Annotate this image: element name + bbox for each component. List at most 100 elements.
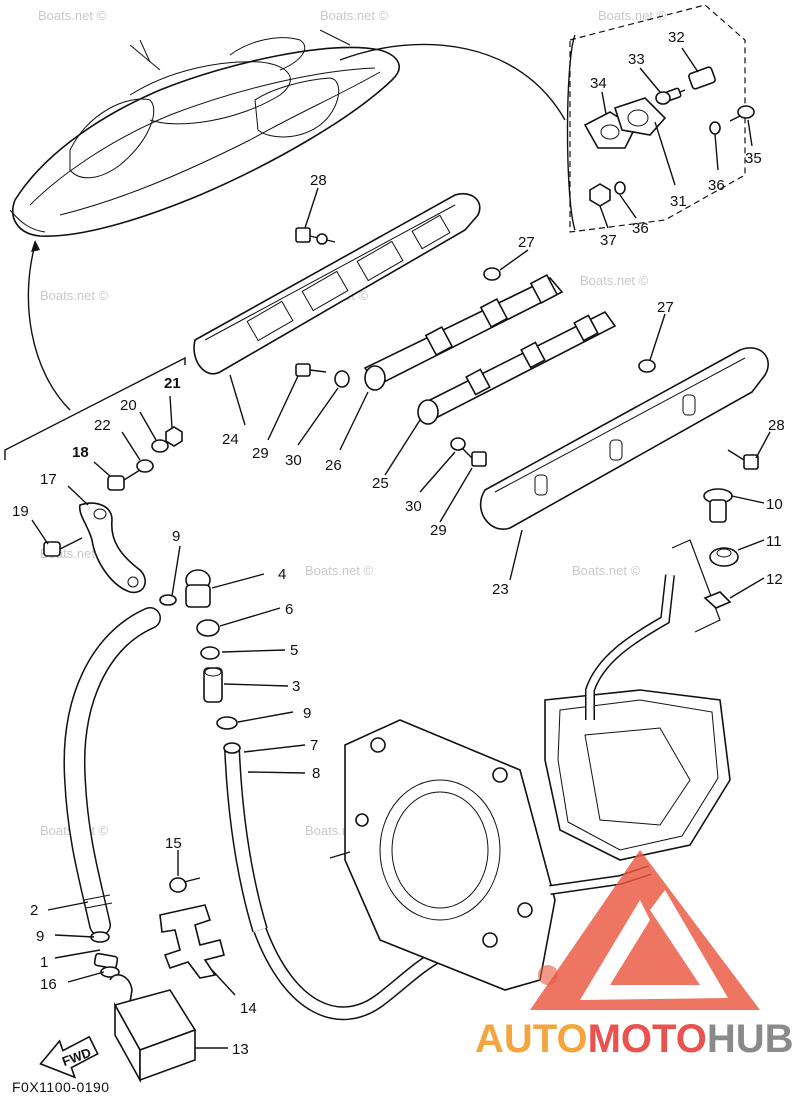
callout-17: 17 bbox=[40, 471, 57, 488]
callout-35: 35 bbox=[745, 150, 762, 167]
callout-36: 36 bbox=[708, 177, 725, 194]
group-bracket-left bbox=[4, 356, 186, 460]
manifold-leaders bbox=[229, 187, 771, 581]
watermark: Boats.net © bbox=[305, 563, 374, 578]
callout-24: 24 bbox=[222, 431, 239, 448]
callout-30: 30 bbox=[285, 452, 302, 469]
watermark: Boats.net © bbox=[598, 8, 667, 23]
nut-21 bbox=[165, 426, 183, 447]
nut-37 bbox=[589, 183, 611, 207]
leader-14 bbox=[211, 969, 236, 996]
manifold-cover-24 bbox=[193, 193, 481, 375]
grommet-6 bbox=[196, 619, 220, 637]
inset-dashed-box bbox=[569, 4, 746, 233]
callout-11: 11 bbox=[766, 533, 782, 550]
bracket-parts bbox=[43, 426, 183, 594]
callout-4: 4 bbox=[278, 566, 286, 583]
callout-9: 9 bbox=[172, 528, 180, 545]
bolt-29 bbox=[461, 447, 487, 467]
bolt-29 bbox=[295, 363, 327, 377]
grommet-27 bbox=[483, 267, 501, 281]
bracket-17 bbox=[78, 502, 146, 594]
engine-plate bbox=[329, 719, 556, 991]
screw-15 bbox=[169, 877, 201, 893]
fasteners bbox=[295, 227, 759, 470]
callout-2: 2 bbox=[30, 902, 38, 919]
o-ring-5 bbox=[200, 646, 220, 660]
inset-leaders bbox=[599, 47, 753, 229]
callout-15: 15 bbox=[165, 835, 182, 852]
logo-mark bbox=[530, 850, 760, 1010]
callout-26: 26 bbox=[325, 457, 342, 474]
hose-long bbox=[253, 927, 444, 1021]
washer-30 bbox=[450, 437, 466, 451]
logo-red: MOTO bbox=[588, 1017, 707, 1061]
grommet-11 bbox=[709, 547, 739, 567]
hose-2 bbox=[63, 607, 161, 970]
screw-35 bbox=[729, 105, 755, 122]
callout-33: 33 bbox=[628, 51, 645, 68]
clamp-9 bbox=[159, 594, 177, 606]
callout-13: 13 bbox=[232, 1041, 249, 1058]
fuel-rail-26 bbox=[363, 273, 564, 391]
bracket-14 bbox=[159, 904, 225, 979]
washer-30 bbox=[334, 370, 350, 388]
flange-31 bbox=[613, 97, 667, 136]
clamp-9b bbox=[216, 716, 238, 730]
grommet-27 bbox=[638, 359, 656, 373]
washer-22 bbox=[136, 459, 154, 473]
bolt-18 bbox=[107, 469, 141, 491]
watermark: Boats.net © bbox=[40, 288, 109, 303]
watermark: Boats.net © bbox=[580, 273, 649, 288]
watermark: Boats.net © bbox=[320, 8, 389, 23]
watermark: Boats.net © bbox=[38, 8, 107, 23]
watercraft-illustration bbox=[9, 29, 400, 237]
callout-8: 8 bbox=[312, 765, 320, 782]
callouts: 1 2 3 4 5 6 7 8 9 9 9 10 11 12 13 14 15 … bbox=[12, 29, 785, 1058]
parts-10-12-leaders bbox=[729, 495, 765, 599]
inset-bracket bbox=[566, 34, 576, 231]
fwd-arrow: FWD bbox=[39, 1035, 99, 1079]
callout-9: 9 bbox=[303, 705, 311, 722]
pump-housing bbox=[544, 574, 731, 895]
fuel-rail-25 bbox=[417, 310, 617, 425]
bolt-28 bbox=[727, 449, 759, 470]
logo-text: AUTOMOTOHUB bbox=[475, 1017, 794, 1061]
callout-22: 22 bbox=[94, 417, 111, 434]
o-ring-33 bbox=[655, 91, 671, 105]
callout-32: 32 bbox=[668, 29, 685, 46]
callout-28: 28 bbox=[768, 417, 785, 434]
pipe-bracket bbox=[671, 539, 721, 633]
washer-20 bbox=[151, 439, 169, 453]
callout-9: 9 bbox=[36, 928, 44, 945]
callout-16: 16 bbox=[40, 976, 57, 993]
water-box-13 bbox=[109, 974, 197, 1084]
callout-21: 21 bbox=[164, 375, 181, 392]
callout-34: 34 bbox=[590, 75, 607, 92]
callout-14: 14 bbox=[240, 1000, 257, 1017]
clip-12 bbox=[703, 591, 732, 609]
callout-23: 23 bbox=[492, 581, 509, 598]
leader-curve-left bbox=[27, 244, 71, 411]
watermark: Boats.net © bbox=[572, 563, 641, 578]
washer-36 bbox=[614, 181, 626, 195]
arrowhead bbox=[31, 240, 40, 252]
callout-30: 30 bbox=[405, 498, 422, 515]
diagram-code: F0X1100-0190 bbox=[12, 1079, 110, 1095]
callout-29: 29 bbox=[430, 522, 447, 539]
callout-27: 27 bbox=[518, 234, 535, 251]
valve-3 bbox=[203, 667, 223, 703]
fittings bbox=[90, 569, 238, 978]
callout-20: 20 bbox=[120, 397, 137, 414]
parts-10-12 bbox=[703, 488, 739, 609]
callout-3: 3 bbox=[292, 678, 300, 695]
callout-31: 31 bbox=[670, 193, 687, 210]
callout-27: 27 bbox=[657, 299, 674, 316]
callout-36: 36 bbox=[632, 220, 649, 237]
hose-8 bbox=[223, 742, 268, 933]
bolt-19 bbox=[43, 537, 83, 557]
inset-parts bbox=[583, 66, 755, 207]
callout-7: 7 bbox=[310, 737, 318, 754]
manifold-cover-23 bbox=[479, 347, 769, 530]
